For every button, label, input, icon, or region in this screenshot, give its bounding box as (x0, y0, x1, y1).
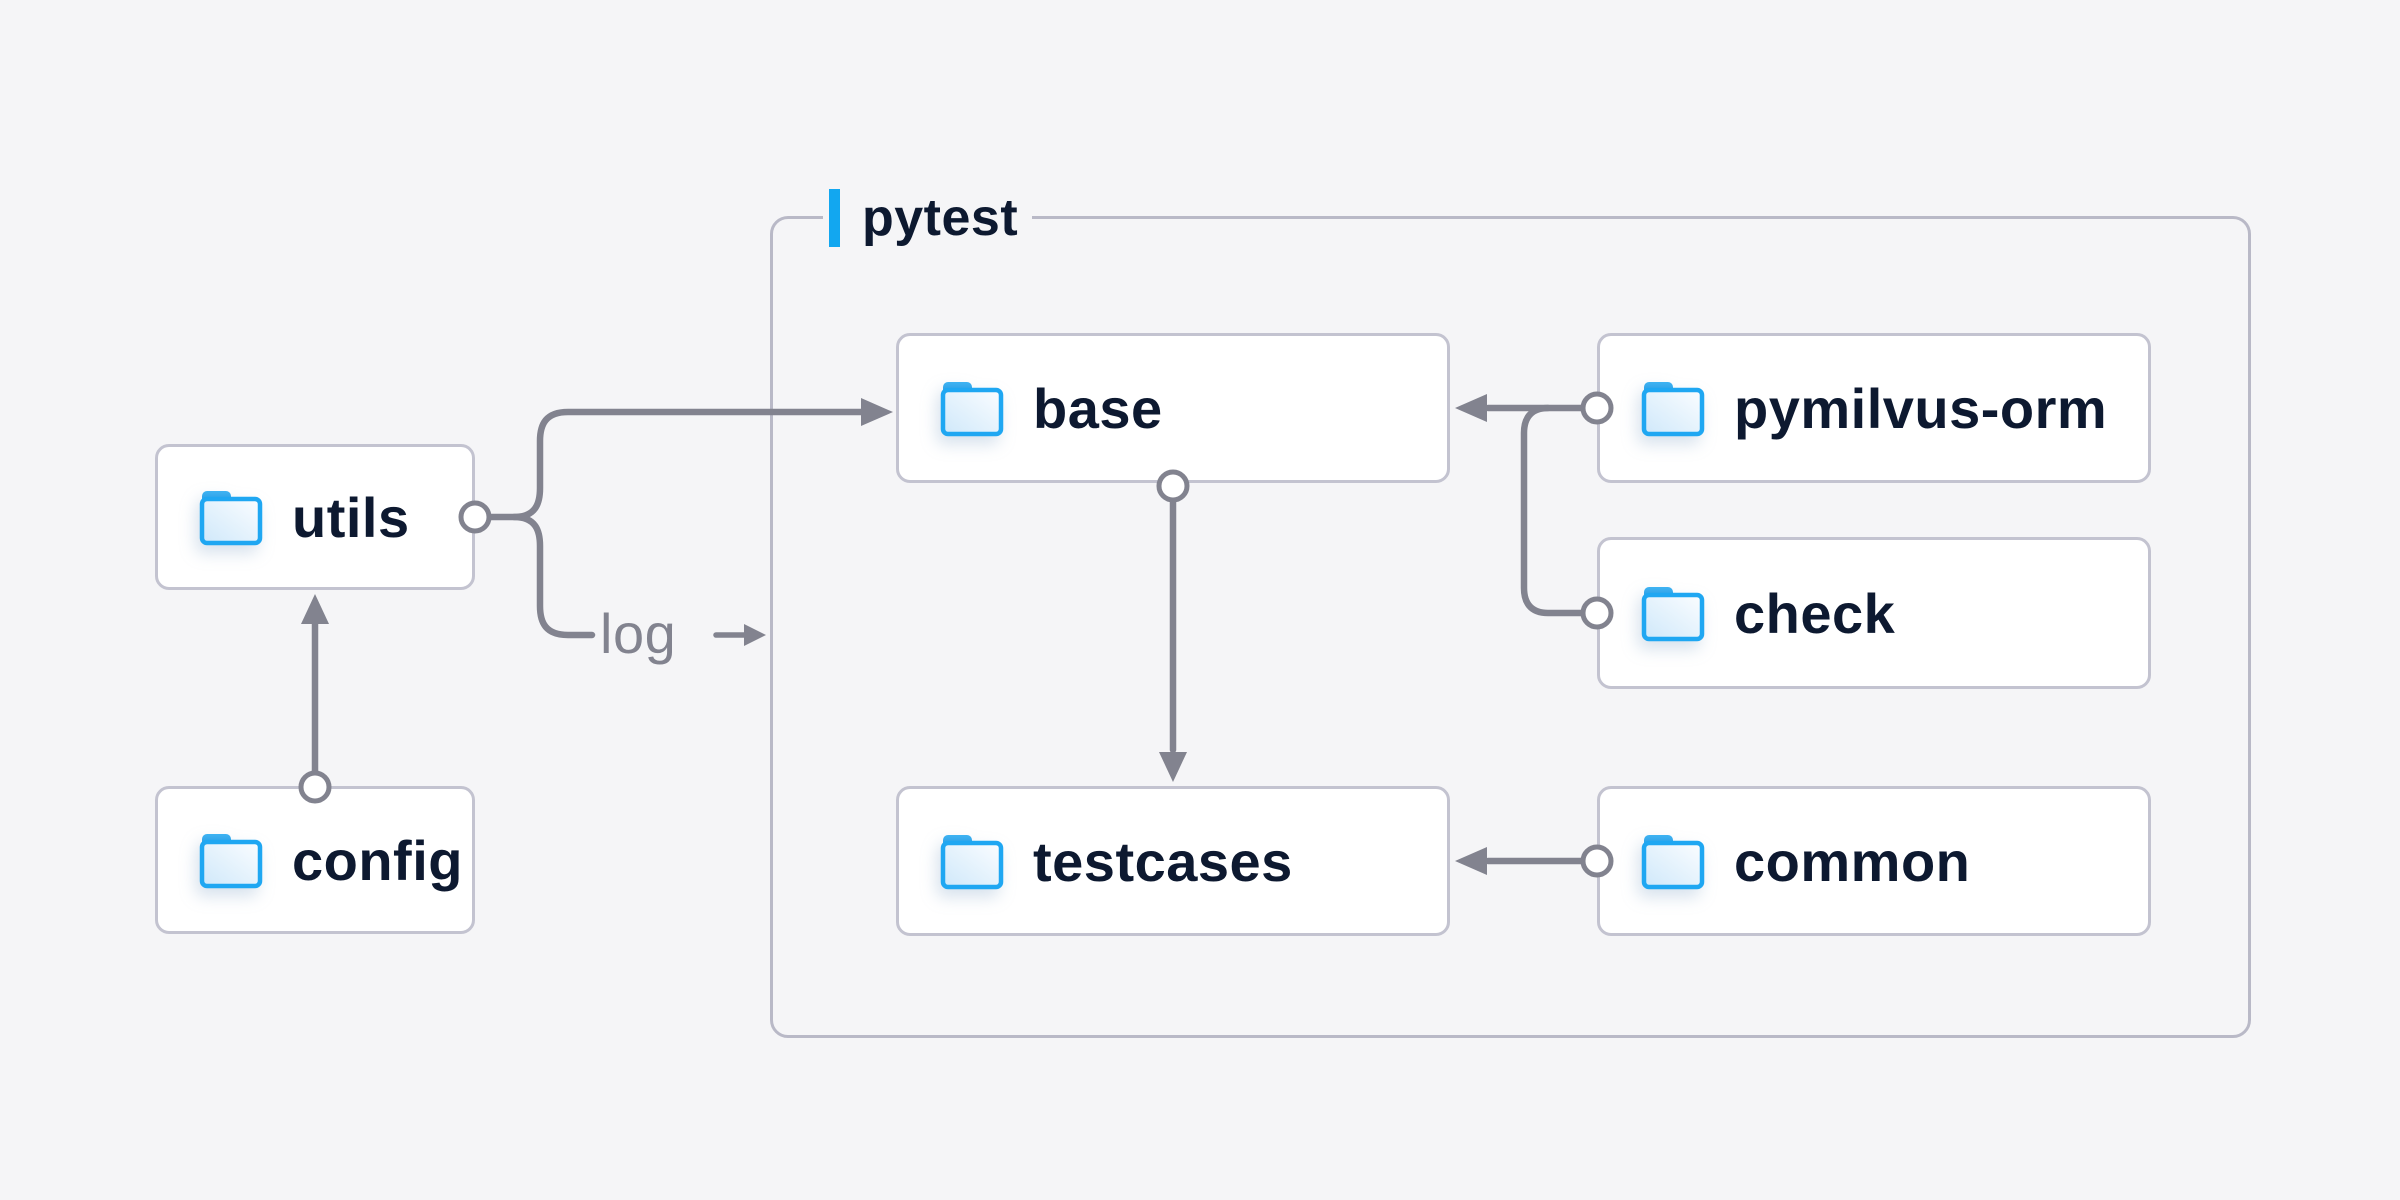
node-config[interactable]: config (155, 786, 475, 934)
pytest-group-label: pytest (823, 186, 1033, 250)
node-label: config (292, 828, 463, 892)
node-label: common (1734, 829, 1971, 893)
node-base[interactable]: base (896, 333, 1450, 483)
folder-icon (1640, 832, 1706, 890)
pytest-group: pytest (770, 186, 2251, 1038)
accent-bar (829, 189, 840, 247)
folder-icon (1640, 584, 1706, 642)
node-utils[interactable]: utils (155, 444, 475, 590)
node-testcases[interactable]: testcases (896, 786, 1450, 936)
node-label: check (1734, 581, 1896, 645)
group-title: pytest (862, 189, 1019, 247)
node-common[interactable]: common (1597, 786, 2151, 936)
node-label: utils (292, 485, 410, 549)
node-label: testcases (1033, 829, 1293, 893)
folder-icon (939, 832, 1005, 890)
node-pymilvus-orm[interactable]: pymilvus-orm (1597, 333, 2151, 483)
folder-icon (939, 379, 1005, 437)
node-label: pymilvus-orm (1734, 376, 2108, 440)
folder-icon (198, 488, 264, 546)
node-label: base (1033, 376, 1163, 440)
folder-icon (198, 831, 264, 889)
folder-icon (1640, 379, 1706, 437)
edge-label-log: log (600, 602, 677, 665)
node-check[interactable]: check (1597, 537, 2151, 689)
edge-config-utils (298, 594, 332, 804)
